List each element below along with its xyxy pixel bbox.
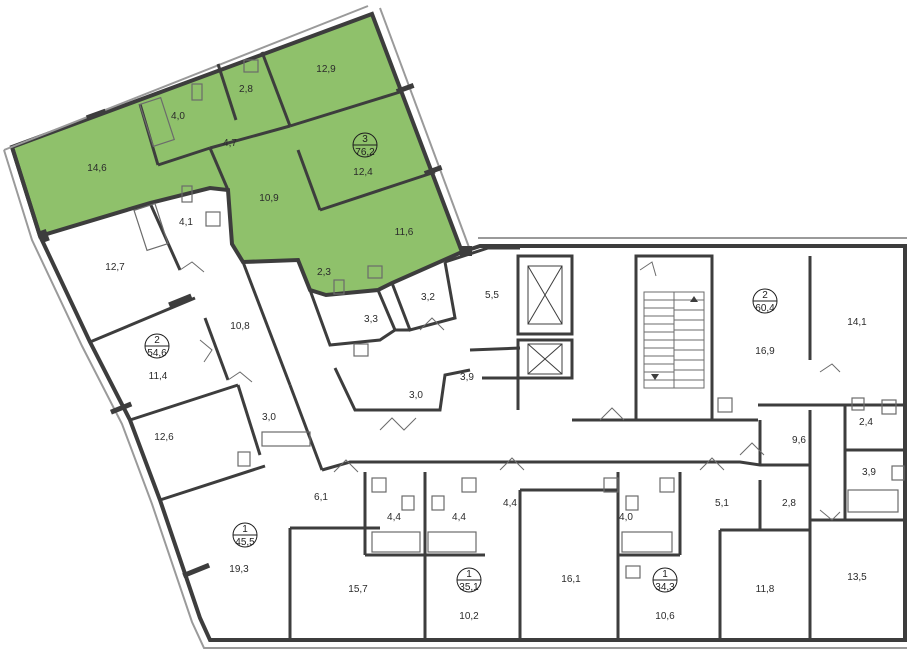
room-area: 14,1	[847, 317, 867, 328]
apartment-area: 54,6	[147, 348, 167, 359]
sink-icon	[205, 211, 221, 227]
toilet-icon	[333, 279, 345, 295]
toilet-icon	[891, 465, 905, 481]
sink-icon	[371, 477, 387, 493]
toilet-icon	[401, 495, 415, 511]
room-area: 3,3	[364, 314, 378, 325]
toilet-icon	[625, 495, 639, 511]
room-area: 16,9	[755, 346, 775, 357]
doors	[179, 261, 841, 521]
apartment-label-2a[interactable]: 2 54,6	[144, 333, 170, 359]
room-area: 4,4	[452, 512, 466, 523]
room-area: 5,1	[715, 498, 729, 509]
room-area: 12,4	[353, 167, 373, 178]
sink-icon	[353, 343, 369, 357]
room-area: 2,8	[239, 84, 253, 95]
apartment-rooms: 2	[762, 290, 768, 301]
toilet-icon	[181, 185, 193, 203]
room-area: 15,7	[348, 584, 368, 595]
arrow-down-icon	[651, 374, 659, 380]
room-area: 19,3	[229, 564, 249, 575]
apartment-label-2b[interactable]: 2 60,4	[752, 288, 778, 314]
bathtub-icon	[138, 96, 176, 148]
toilet-icon	[237, 451, 251, 467]
room-area: 14,6	[87, 163, 107, 174]
room-area: 11,4	[149, 371, 168, 382]
room-area: 16,1	[561, 574, 581, 585]
apartment-label-3[interactable]: 3 76,2	[352, 132, 378, 158]
wall-accents	[38, 83, 472, 579]
apartment-label-1c[interactable]: 1 34,3	[652, 567, 678, 593]
bathtub-icon	[261, 431, 311, 447]
bathtub-icon	[427, 531, 477, 553]
elevator-shafts	[527, 265, 563, 375]
apartment-rooms: 2	[154, 335, 160, 346]
toilet-icon	[851, 397, 865, 411]
sink-icon	[603, 477, 619, 493]
stair-arrows	[651, 296, 698, 380]
elevator-icon	[527, 265, 563, 325]
apartment-rooms: 1	[466, 569, 472, 580]
room-area: 10,2	[459, 611, 479, 622]
room-area: 2,3	[317, 267, 331, 278]
apartment-area: 60,4	[755, 303, 775, 314]
apartment-area: 76,2	[355, 147, 375, 158]
sink-icon	[461, 477, 477, 493]
room-area: 12,9	[316, 64, 336, 75]
sink-icon	[243, 59, 259, 73]
apartment-area: 35,1	[459, 582, 479, 593]
room-area: 5,5	[485, 290, 499, 301]
selected-apartment-3-room[interactable]	[9, 11, 465, 298]
room-area: 6,1	[314, 492, 328, 503]
room-area: 4,7	[223, 138, 237, 149]
room-area: 12,7	[105, 262, 125, 273]
room-area: 4,4	[387, 512, 401, 523]
apartment-rooms: 1	[662, 569, 668, 580]
bathtub-icon	[621, 531, 673, 553]
room-area: 10,6	[655, 611, 675, 622]
room-area: 3,0	[262, 412, 276, 423]
room-area: 2,4	[859, 417, 873, 428]
room-area: 2,8	[782, 498, 796, 509]
room-area: 9,6	[792, 435, 806, 446]
room-area: 11,6	[395, 227, 414, 238]
sink-icon	[367, 265, 383, 279]
apartment-label-1b[interactable]: 1 35,1	[456, 567, 482, 593]
apartment-label-1a[interactable]: 1 45,5	[232, 522, 258, 548]
bathtub-icon	[133, 202, 169, 252]
toilet-icon	[191, 83, 203, 101]
sink-icon	[625, 565, 641, 579]
room-area: 4,4	[503, 498, 517, 509]
room-area: 3,9	[862, 467, 876, 478]
room-area: 3,2	[421, 292, 435, 303]
apartment-3-fill[interactable]	[9, 11, 465, 298]
room-area: 4,0	[171, 111, 185, 122]
apartment-rooms: 3	[362, 134, 368, 145]
room-area: 4,0	[619, 512, 633, 523]
elevator-icon	[527, 343, 563, 375]
arrow-up-icon	[690, 296, 698, 302]
room-labels: 12,9 2,8 4,0 4,7 12,4 14,6 10,9 4,1 11,6…	[87, 64, 876, 622]
apartment-area: 34,3	[655, 582, 675, 593]
apartment-rooms: 1	[242, 524, 248, 535]
room-area: 3,9	[460, 372, 474, 383]
room-area: 12,6	[154, 432, 174, 443]
room-area: 13,5	[847, 572, 867, 583]
staircase	[643, 291, 705, 389]
bathtub-icon	[371, 531, 421, 553]
apartment-area: 45,5	[235, 537, 255, 548]
sink-icon	[659, 477, 675, 493]
room-area: 10,8	[230, 321, 250, 332]
sink-icon	[717, 397, 733, 413]
bathtub-icon	[847, 489, 899, 513]
toilet-icon	[431, 495, 445, 511]
room-area: 11,8	[756, 584, 775, 595]
room-area: 4,1	[179, 217, 193, 228]
fixtures	[133, 59, 905, 579]
room-area: 3,0	[409, 390, 423, 401]
sink-icon	[881, 399, 897, 415]
room-area: 10,9	[259, 193, 279, 204]
